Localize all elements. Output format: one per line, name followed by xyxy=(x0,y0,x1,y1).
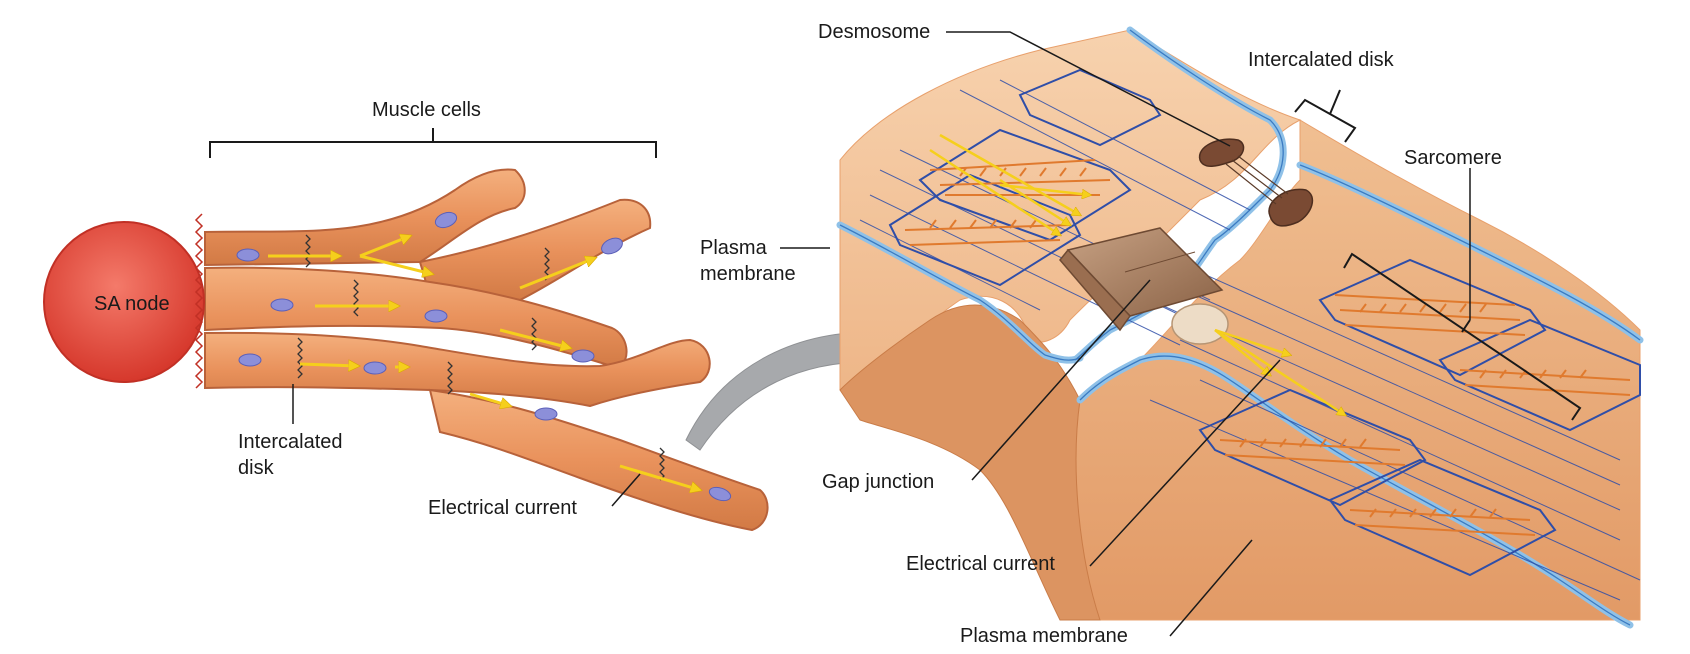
right-panel xyxy=(780,26,1644,637)
sa-node xyxy=(43,221,205,383)
label-intercalated-right: Intercalated disk xyxy=(1248,49,1394,71)
current-arrows-left xyxy=(268,236,700,490)
label-plasma-membrane-upper-1: Plasma xyxy=(700,237,767,259)
label-electrical-current-left: Electrical current xyxy=(428,497,577,519)
sarcomere-outlines xyxy=(888,68,1641,577)
label-gap-junction: Gap junction xyxy=(822,471,935,493)
label-sarcomere: Sarcomere xyxy=(1404,147,1502,169)
label-plasma-membrane-upper-2: membrane xyxy=(700,263,796,285)
leader-electrical-left xyxy=(611,473,641,507)
intercalated-disk-bracket xyxy=(1294,89,1357,143)
leader-lines-right xyxy=(780,31,1471,637)
label-muscle-cells: Muscle cells xyxy=(372,99,481,121)
label-electrical-current-right: Electrical current xyxy=(906,553,1055,575)
plasma-membranes-inner xyxy=(839,29,1641,626)
label-intercalated-left-1: Intercalated xyxy=(238,431,343,453)
sarcomere-bracket xyxy=(1343,252,1582,421)
nuclei xyxy=(236,211,732,502)
left-panel xyxy=(43,128,769,532)
intercalated-disks-left xyxy=(297,234,665,481)
label-intercalated-left-2: disk xyxy=(238,457,274,479)
label-sa-node: SA node xyxy=(94,293,170,315)
current-arrows-right xyxy=(929,133,1345,415)
muscle-cells-bracket xyxy=(209,128,657,158)
label-desmosome: Desmosome xyxy=(818,21,931,43)
muscle-fibers xyxy=(204,168,769,532)
label-plasma-membrane-lower: Plasma membrane xyxy=(960,625,1128,647)
desmosome xyxy=(1198,138,1314,227)
sa-node-edge xyxy=(194,213,204,389)
gap-junction xyxy=(1059,227,1229,345)
